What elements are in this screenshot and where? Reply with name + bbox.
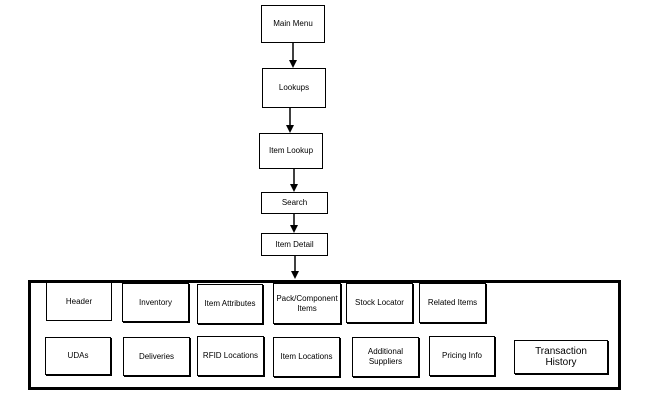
- section-pricing-info: Pricing Info: [429, 336, 495, 376]
- section-pack-component-items: Pack/Component Items: [273, 283, 341, 324]
- search-box: Search: [261, 192, 328, 214]
- section-stock-locator: Stock Locator: [346, 283, 413, 323]
- section-rfid-locations: RFID Locations: [197, 336, 264, 376]
- section-deliveries: Deliveries: [123, 337, 190, 376]
- section-inventory: Inventory: [122, 283, 189, 322]
- section-udas: UDAs: [45, 337, 111, 375]
- section-item-attributes: Item Attributes: [197, 284, 263, 324]
- section-item-locations: Item Locations: [273, 337, 340, 377]
- main-menu-box: Main Menu: [261, 5, 325, 43]
- item-detail-box: Item Detail: [261, 233, 328, 256]
- section-transaction-history: Transaction History: [514, 340, 608, 374]
- lookups-box: Lookups: [262, 68, 326, 108]
- section-related-items: Related Items: [419, 283, 486, 323]
- section-additional-suppliers: Additional Suppliers: [352, 337, 419, 377]
- section-header: Header: [46, 282, 112, 321]
- item-lookup-box: Item Lookup: [259, 133, 323, 169]
